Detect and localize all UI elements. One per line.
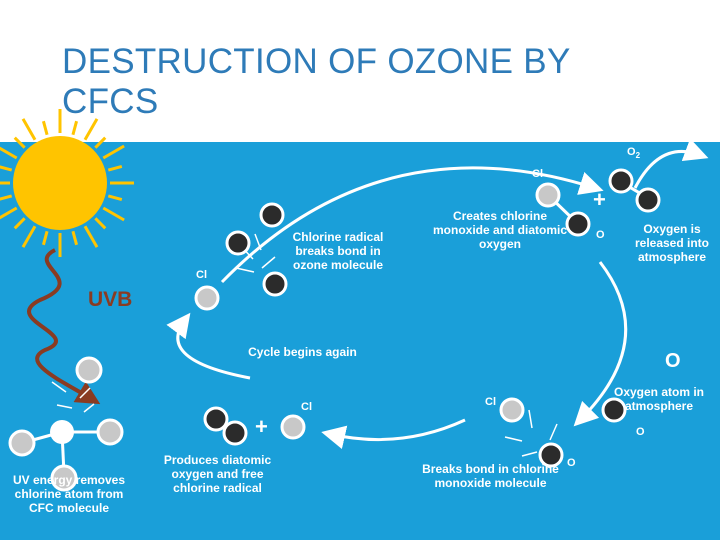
cycle-arrow-left [166, 312, 251, 380]
chlorine-radical-caption: Chlorine radical breaks bond in ozone mo… [292, 230, 384, 272]
chlorine-monoxide-bottom [499, 397, 564, 468]
sun-ray [21, 118, 37, 141]
sun-ray [94, 217, 107, 230]
o-label-bottom: O [567, 457, 576, 469]
cfc-molecule [8, 356, 124, 492]
cl-label-top: Cl [532, 168, 543, 180]
sun-ray [71, 120, 79, 136]
cl-label-lower-right: Cl [485, 396, 496, 408]
sun-ray [13, 136, 26, 149]
oxygen-atom-right [601, 397, 627, 423]
sun-ray [71, 230, 79, 246]
breaks-bond-caption: Breaks bond in chlorine monoxide molecul… [422, 462, 559, 490]
creates-chlorine-caption: Creates chlorine monoxide and diatomic o… [432, 209, 567, 251]
sun-ray [21, 225, 37, 248]
o2-label: O2 [627, 146, 641, 161]
o-label-big: O [665, 350, 681, 372]
sun-ray [0, 194, 13, 201]
o2-arrow [633, 138, 709, 189]
sun-ray [83, 118, 99, 141]
sun-icon [0, 109, 134, 257]
cycle-begins-caption: Cycle begins again [248, 345, 357, 359]
oxygen-molecule-top [608, 168, 661, 213]
page-title: DESTRUCTION OF OZONE BY CFCS [62, 42, 570, 121]
cycle-arrow-right [573, 261, 628, 427]
uv-arrow [27, 248, 101, 405]
sun-ray [94, 136, 107, 149]
cycle-arrow-bottom [321, 418, 466, 450]
title-banner: DESTRUCTION OF OZONE BY CFCS [0, 0, 720, 142]
sun-ray [107, 194, 123, 202]
chlorine-monoxide-top [535, 182, 591, 237]
sun-ray [0, 206, 18, 220]
oxygen-released-caption: Oxygen is released into atmosphere [634, 222, 710, 264]
sun-ray [0, 146, 18, 160]
uv-energy-caption: UV energy removes chlorine atom from CFC… [12, 473, 126, 515]
cycle-arrow-top [220, 166, 604, 284]
uvb-label: UVB [88, 288, 133, 311]
oxygen-atom-caption: Oxygen atom in atmosphere [613, 385, 705, 413]
produces-diatomic-caption: Produces diatomic oxygen and free chlori… [163, 453, 272, 495]
chlorine-atom-left [194, 285, 220, 311]
plus-sign-top: + [593, 187, 606, 212]
sun-ray [83, 225, 99, 248]
sun-ray [41, 230, 49, 246]
sun-ray [102, 206, 125, 222]
sun-ray [0, 165, 13, 172]
sun-ray [102, 144, 125, 160]
ozone-molecule [225, 202, 288, 297]
plus-sign-bottom: + [255, 414, 268, 439]
sun-ray [41, 120, 49, 136]
chlorine-atom-bottom [280, 414, 306, 440]
cl-label-bottom: Cl [301, 401, 312, 413]
o-label-lower-right: O [636, 426, 645, 438]
sun-ray [13, 217, 26, 230]
o-label-right: O [596, 229, 605, 241]
cl-label-left: Cl [196, 269, 207, 281]
sun-ray [107, 164, 123, 172]
oxygen-molecule-bottom [203, 406, 248, 446]
